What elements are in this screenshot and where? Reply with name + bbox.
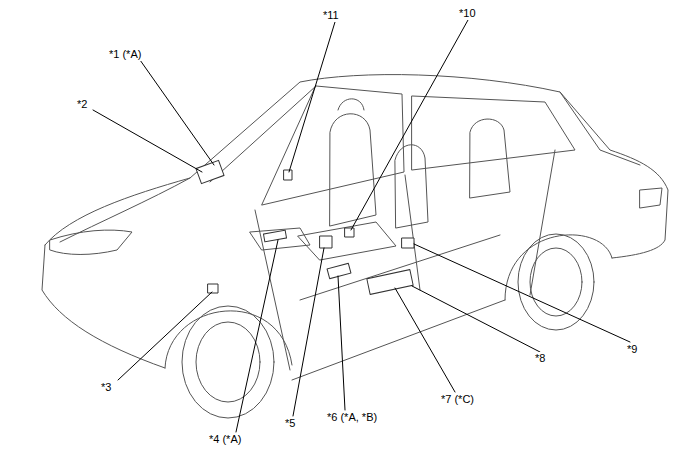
callout-number: *9 [626,343,638,356]
callout-number: *11 [322,9,340,22]
callout-number: *4 (*A) [208,433,242,446]
callout-number: *3 [100,381,112,394]
callout-number: *8 [534,352,546,365]
callout-number: *7 (*C) [440,393,475,406]
callout-number: *10 [458,7,477,20]
callout-number: *1 (*A) [108,48,142,61]
callout-number: *6 (*A, *B) [326,411,378,424]
callout-number: *5 [284,417,296,430]
callout-number: *2 [76,98,88,111]
